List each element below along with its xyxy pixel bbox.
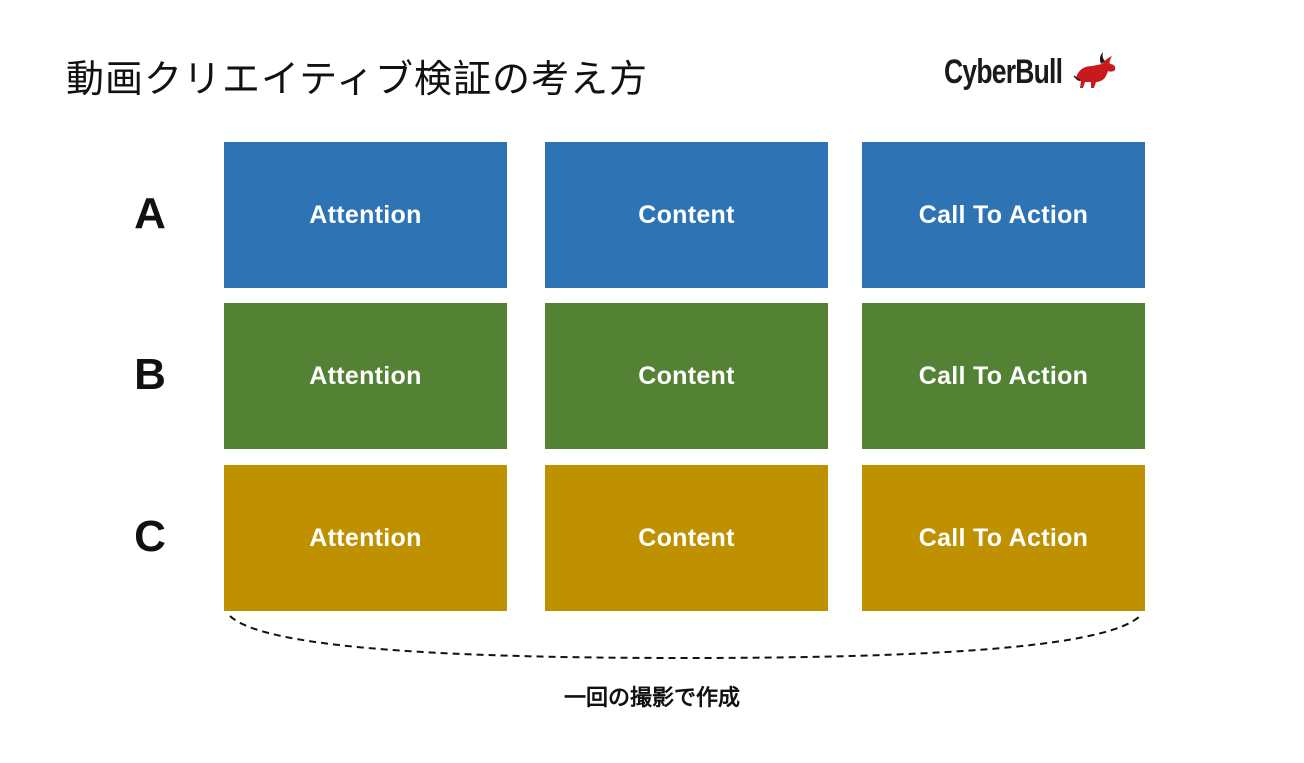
cell-a-attention: Attention [224,142,507,288]
cell-b-call-to-action: Call To Action [862,303,1145,449]
cell-c-content: Content [545,465,828,611]
cell-c-attention: Attention [224,465,507,611]
row-a-label: A [134,189,166,238]
row-c-label: C [134,512,166,561]
cell-b-content: Content [545,303,828,449]
caption: 一回の撮影で作成 [563,686,740,711]
cell-b-attention: Attention [224,303,507,449]
brand-logo: CyberBull [944,44,1144,100]
cell-c-call-to-action: Call To Action [862,465,1145,611]
cell-a-content: Content [545,142,828,288]
page-title: 動画クリエイティブ検証の考え方 [66,57,648,101]
dashed-brace [229,615,1141,660]
row-b-label: B [134,350,166,399]
cell-a-call-to-action: Call To Action [862,142,1145,288]
brand-logo-text: CyberBull [944,52,1063,91]
bull-icon [1073,52,1116,88]
